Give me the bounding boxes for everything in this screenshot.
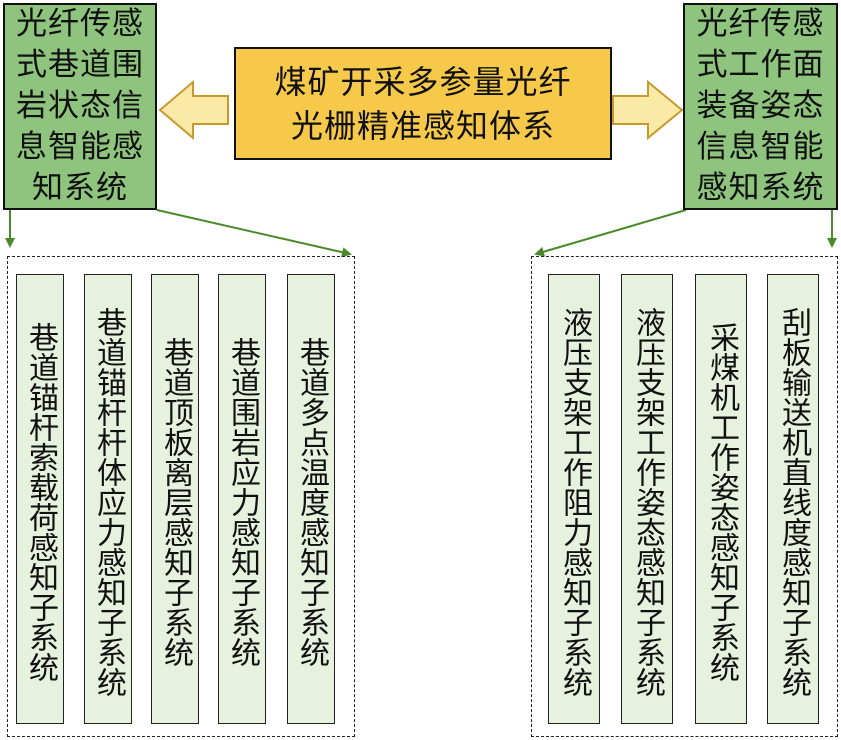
left-connector-diagonal — [156, 209, 352, 258]
left-subsystem-5: 巷道多点温度感知子系统 — [287, 274, 335, 724]
left-subsystem-3-label: 巷道顶板离层感知子系统 — [158, 337, 193, 667]
left-system-box: 光纤传感式巷道围岩状态信息智能感知系统 — [3, 3, 157, 210]
left-subsystem-1: 巷道锚杆索载荷感知子系统 — [16, 274, 64, 724]
left-subsystem-4: 巷道围岩应力感知子系统 — [218, 274, 266, 724]
left-subsystem-4-label: 巷道围岩应力感知子系统 — [225, 337, 260, 667]
right-subsystem-3: 采煤机工作姿态感知子系统 — [695, 274, 747, 724]
center-system-box: 煤矿开采多参量光纤光栅精准感知体系 — [234, 47, 612, 160]
center-title: 煤矿开采多参量光纤光栅精准感知体系 — [274, 62, 572, 145]
center-to-right-arrow — [612, 79, 684, 141]
right-system-box: 光纤传感式工作面装备姿态信息智能感知系统 — [683, 3, 838, 210]
right-system-title: 光纤传感式工作面装备姿态信息智能感知系统 — [696, 6, 825, 206]
left-subsystem-3: 巷道顶板离层感知子系统 — [151, 274, 199, 724]
right-subsystem-4-label: 刮板输送机直线度感知子系统 — [776, 307, 811, 697]
left-system-title: 光纤传感式巷道围岩状态信息智能感知系统 — [16, 6, 144, 206]
left-subsystem-2: 巷道锚杆杆体应力感知子系统 — [84, 274, 132, 724]
right-connector-diagonal — [534, 209, 687, 257]
right-subsystem-3-label: 采煤机工作姿态感知子系统 — [704, 322, 739, 682]
right-subsystem-4: 刮板输送机直线度感知子系统 — [767, 274, 819, 724]
right-subsystem-2-label: 液压支架工作姿态感知子系统 — [630, 307, 665, 697]
center-to-left-arrow — [158, 79, 229, 141]
left-subsystem-1-label: 巷道锚杆索载荷感知子系统 — [23, 322, 58, 682]
right-subsystem-1-label: 液压支架工作阻力感知子系统 — [557, 307, 592, 697]
right-subsystem-2: 液压支架工作姿态感知子系统 — [621, 274, 673, 724]
right-subsystem-1: 液压支架工作阻力感知子系统 — [548, 274, 600, 724]
left-subsystem-2-label: 巷道锚杆杆体应力感知子系统 — [91, 307, 126, 697]
left-subsystem-5-label: 巷道多点温度感知子系统 — [294, 337, 329, 667]
left-subsystem-group — [7, 256, 355, 737]
right-subsystem-group — [531, 256, 838, 737]
